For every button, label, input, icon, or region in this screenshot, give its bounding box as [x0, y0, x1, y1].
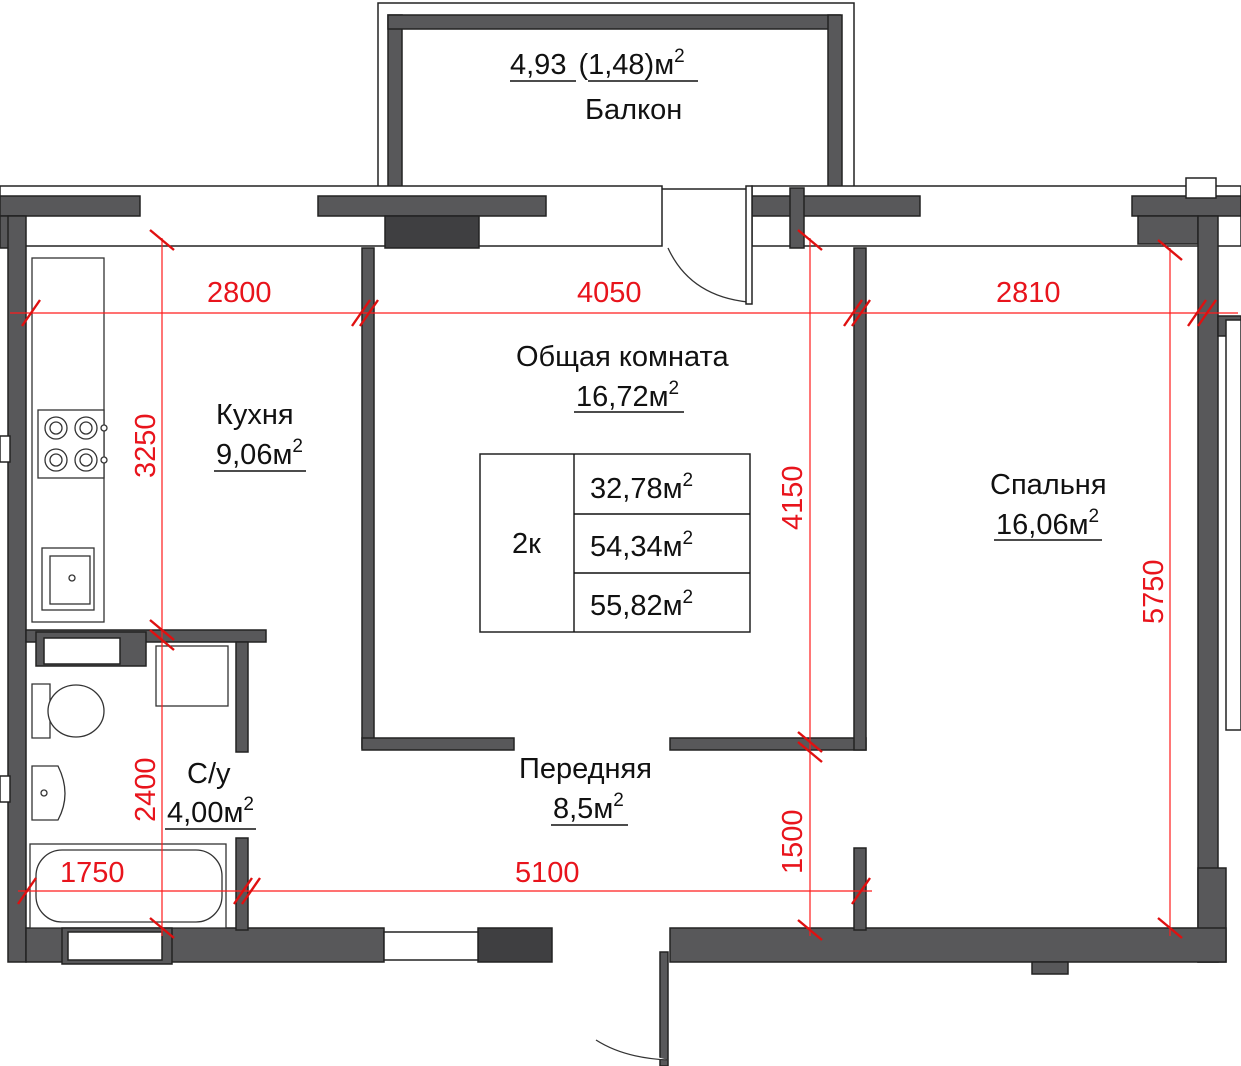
dim-bedroom-width: 2810 — [996, 277, 1061, 309]
total-area: 54,34м2 — [590, 528, 693, 563]
bedroom-name: Спальня — [990, 469, 1107, 501]
interior-walls — [25, 247, 867, 931]
kitchen-name: Кухня — [216, 399, 294, 431]
dim-bath-width: 1750 — [60, 857, 125, 889]
bedroom-area: 16,06м2 — [996, 506, 1099, 541]
dim-kitchen-depth: 3250 — [130, 413, 162, 478]
area-summary-table — [479, 453, 751, 633]
doors — [595, 185, 753, 1061]
right-wall — [1197, 215, 1241, 963]
living-room-name: Общая комната — [516, 341, 729, 373]
hall-name: Передняя — [519, 753, 652, 785]
dim-living-depth: 4150 — [777, 465, 809, 530]
left-wall — [0, 215, 27, 963]
kitchen-counter — [31, 257, 108, 623]
balcony-area: 4,93(1,48)м2 — [510, 46, 685, 81]
hall-area: 8,5м2 — [553, 790, 624, 825]
kitchen-area: 9,06м2 — [216, 436, 303, 471]
top-wall — [0, 177, 1241, 249]
dim-bath-depth: 2400 — [130, 757, 162, 822]
bottom-wall — [25, 927, 1227, 1066]
dim-kitchen-width: 2800 — [207, 277, 272, 309]
dim-hall-depth: 1500 — [777, 809, 809, 874]
bathroom-fixtures — [29, 631, 229, 965]
total-area-with-balcony: 55,82м2 — [590, 587, 693, 622]
balcony — [377, 2, 855, 192]
bathroom-area: 4,00м2 — [167, 794, 254, 829]
dimension-lines — [10, 229, 1238, 941]
living-area-total: 32,78м2 — [590, 470, 693, 505]
dim-bedroom-depth: 5750 — [1138, 559, 1170, 624]
apartment-type: 2к — [512, 528, 541, 560]
balcony-name: Балкон — [585, 94, 682, 126]
dim-living-width: 4050 — [577, 277, 642, 309]
dim-hall-width: 5100 — [515, 857, 580, 889]
living-room-area: 16,72м2 — [576, 378, 679, 413]
bathroom-name: С/у — [187, 758, 231, 790]
